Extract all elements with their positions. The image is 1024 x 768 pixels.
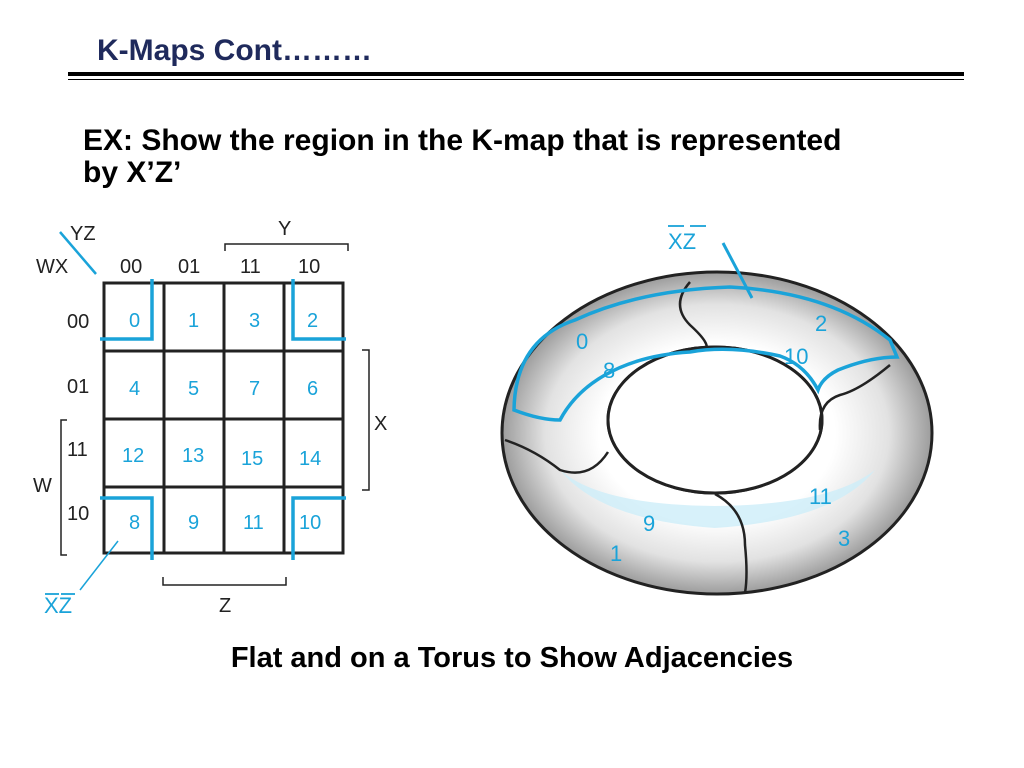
torus-inner-glow: [560, 470, 875, 528]
kmap-cell: 0: [129, 310, 140, 332]
col-header: 00: [120, 256, 142, 278]
torus-seams: [504, 281, 891, 594]
w-bracket: [60, 419, 67, 556]
question-text: EX: Show the region in the K-map that is…: [83, 125, 983, 189]
corner-left-label: WX: [36, 256, 68, 278]
kmap-cell: 14: [299, 448, 321, 470]
row-header: 11: [67, 439, 88, 461]
col-header: 11: [240, 256, 261, 278]
caption: Flat and on a Torus to Show Adjacencies: [230, 642, 794, 674]
w-label: W: [33, 475, 52, 497]
torus-cell: 9: [643, 511, 655, 536]
kmap-cell: 7: [249, 378, 260, 400]
z-bracket: [162, 577, 287, 586]
x-bracket: [362, 349, 370, 491]
kmap-cell: 5: [188, 378, 199, 400]
x-label: X: [374, 413, 387, 435]
title-rule-thick: [68, 72, 964, 76]
kmap-region-label: XZ: [44, 593, 72, 618]
torus-cell: 3: [838, 526, 850, 551]
col-header: 01: [178, 256, 200, 278]
corner-diagonal: [59, 231, 97, 275]
kmap-cell: 9: [188, 512, 199, 534]
kmap-grid: [102, 281, 345, 555]
kmap-cell: 4: [129, 378, 140, 400]
torus-cell: 1: [610, 541, 622, 566]
kmap: YZ WX 00 01 11 10 00 01 11 10 Y X W Z: [33, 218, 387, 618]
question-line-2: by X’Z’: [83, 156, 182, 189]
z-label: Z: [219, 595, 231, 617]
kmap-cell: 1: [188, 310, 199, 332]
kmap-cell: 2: [307, 310, 318, 332]
y-bracket: [224, 243, 349, 251]
question-line-1: EX: Show the region in the K-map that is…: [83, 124, 842, 157]
corner-top-label: YZ: [70, 223, 96, 245]
torus-region: [512, 285, 900, 422]
kmap-region-pointer: [79, 540, 119, 591]
torus-region-pointer: [721, 242, 754, 299]
torus-cell: 11: [809, 484, 832, 509]
kmap-cells: 0 1 3 2 4 5 7 6 12 13 15 14 8 9 11 10: [122, 310, 321, 534]
kmap-cell: 11: [243, 512, 264, 534]
kmap-cell: 10: [299, 512, 321, 534]
torus-cell: 2: [815, 311, 827, 336]
slide-title: K-Maps Cont………: [97, 34, 372, 67]
torus-cell: 0: [576, 329, 588, 354]
title-rule-thin: [68, 79, 964, 80]
kmap-cell: 15: [241, 448, 263, 470]
torus-region-label: XZ: [668, 229, 696, 254]
y-label: Y: [278, 218, 291, 240]
torus-cell: 10: [784, 344, 808, 369]
torus: XZ 0 2 8 10 11 9 3 1: [500, 225, 934, 596]
kmap-region: [100, 279, 346, 560]
col-header: 10: [298, 256, 320, 278]
kmap-cell: 12: [122, 445, 144, 467]
torus-hole: [606, 345, 824, 495]
torus-cell: 8: [603, 358, 615, 383]
row-header: 10: [67, 503, 89, 525]
kmap-cell: 6: [307, 378, 318, 400]
kmap-cell: 8: [129, 512, 140, 534]
kmap-cell: 3: [249, 310, 260, 332]
row-header: 00: [67, 311, 89, 333]
row-header: 01: [67, 376, 89, 398]
kmap-cell: 13: [182, 445, 204, 467]
